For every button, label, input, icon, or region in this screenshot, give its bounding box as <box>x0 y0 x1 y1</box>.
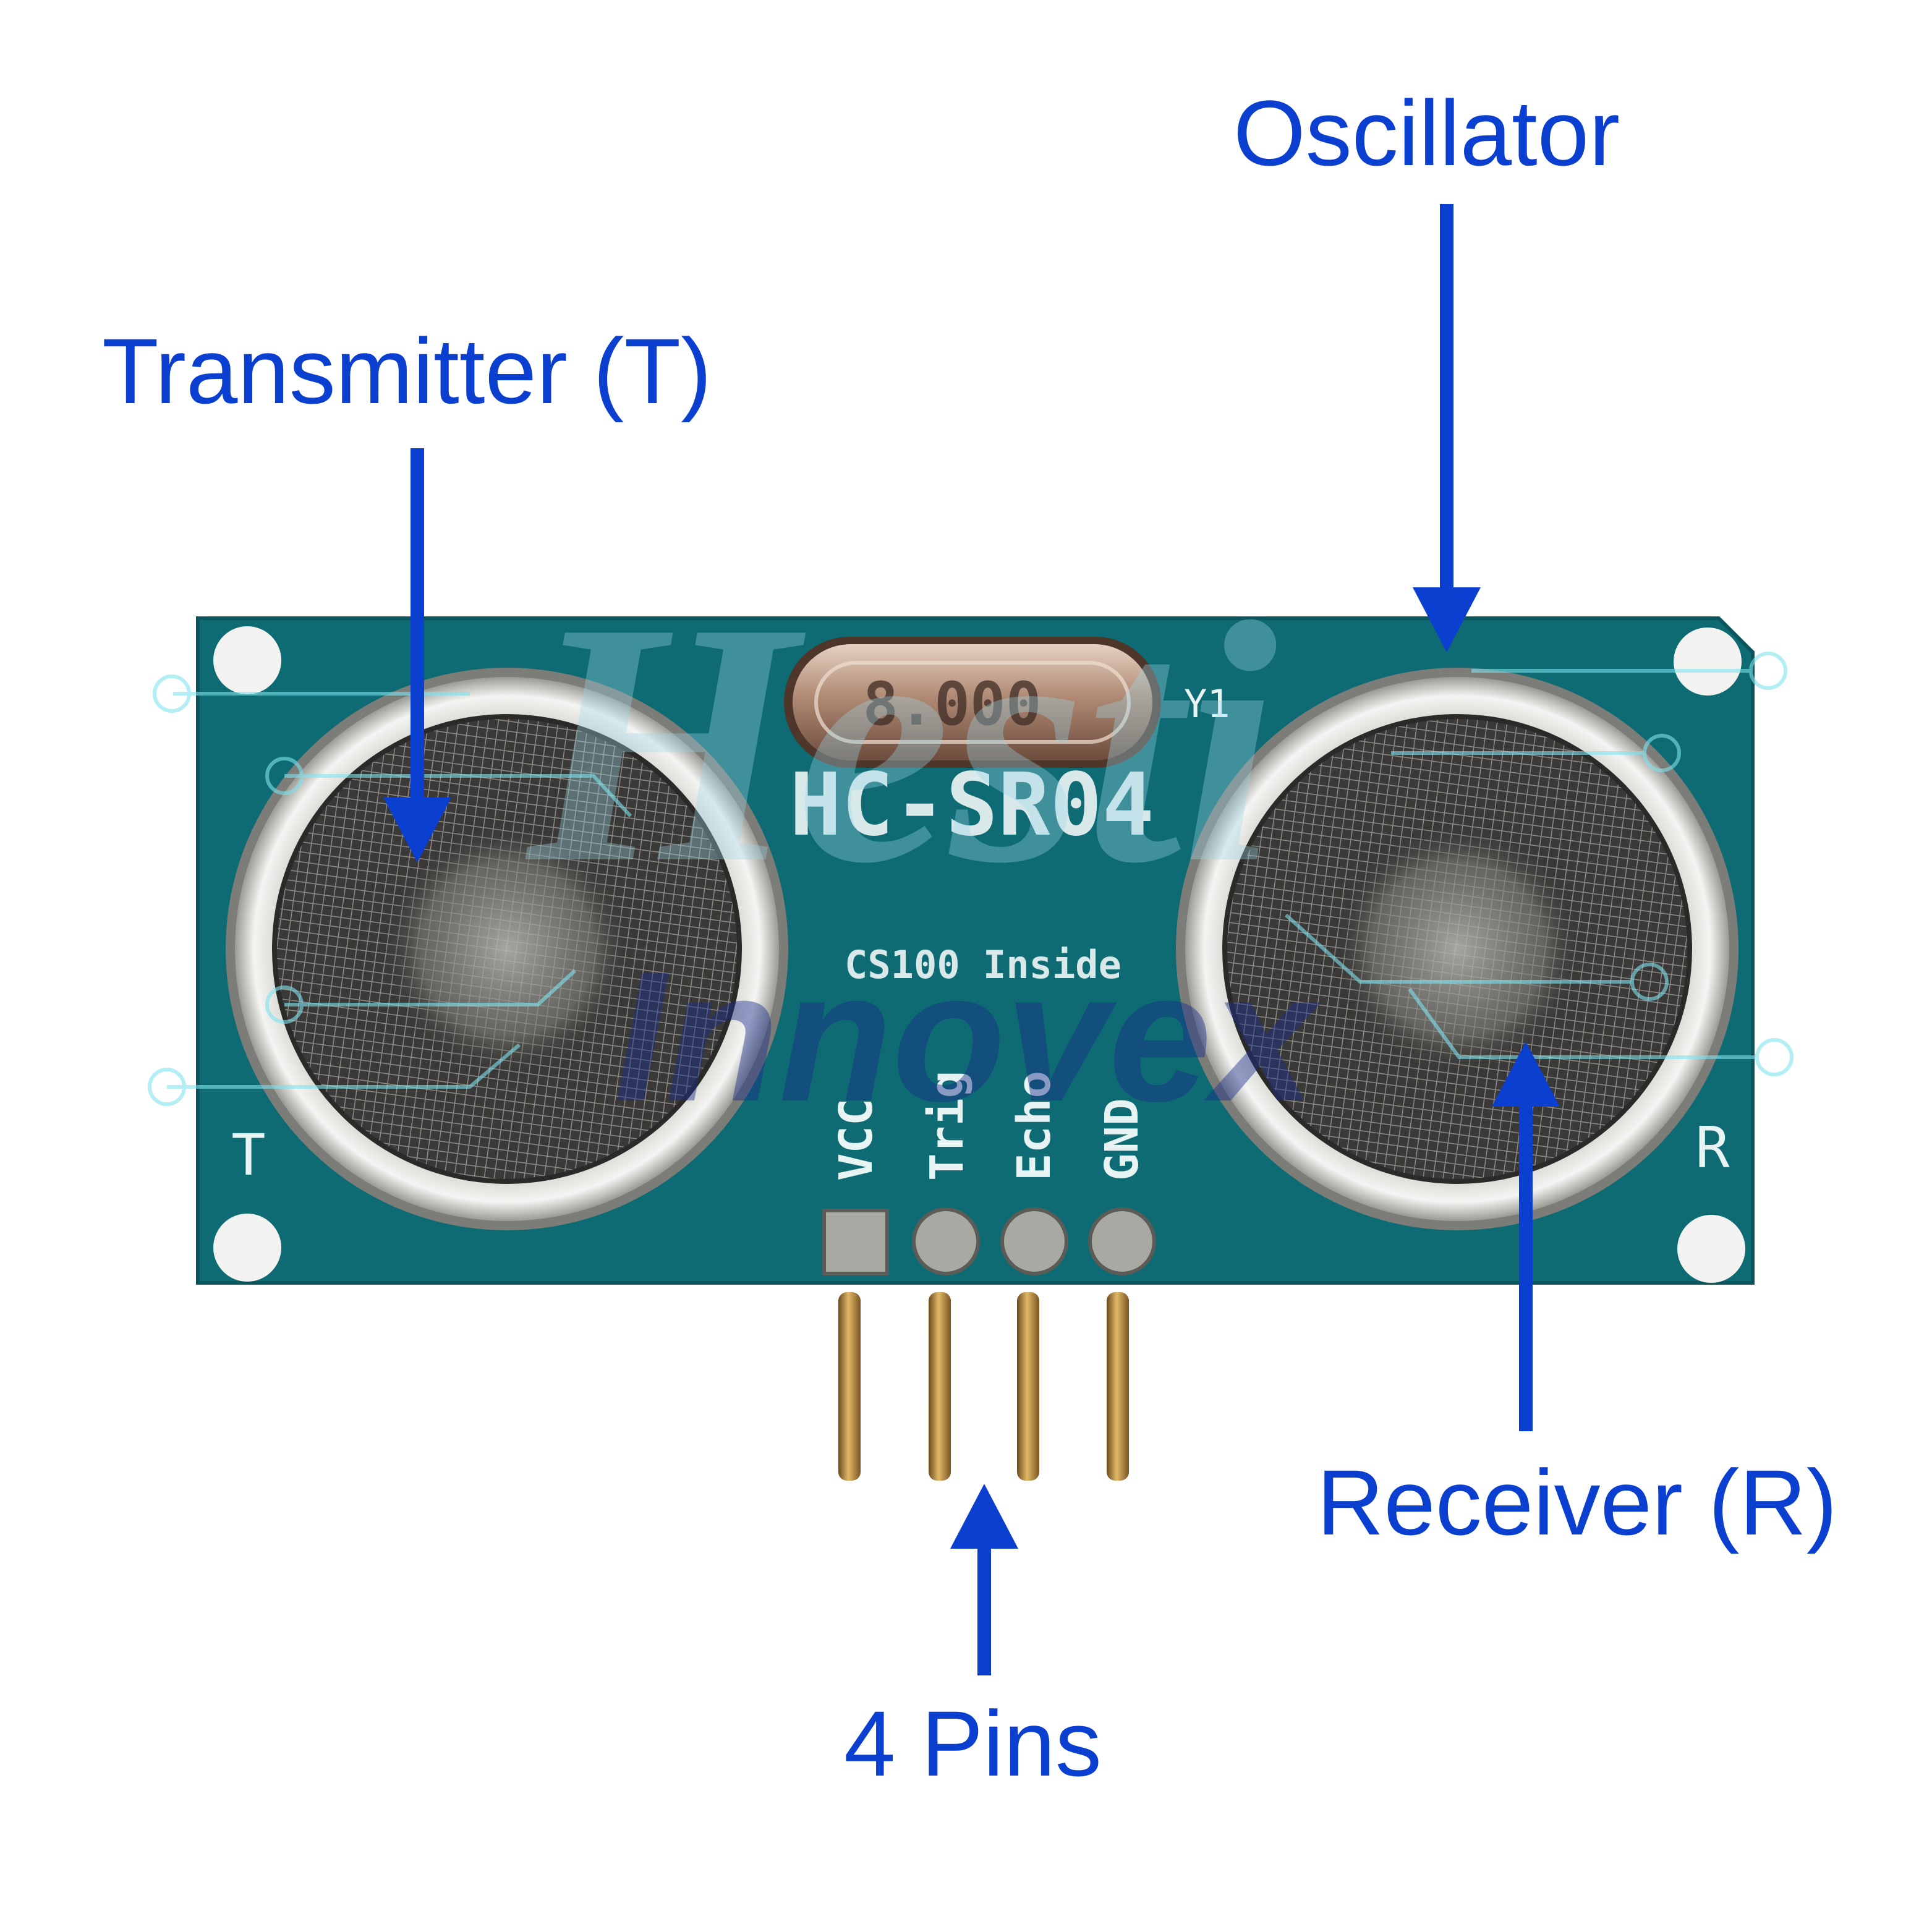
solder-pad <box>1088 1207 1156 1275</box>
solder-pad <box>1000 1207 1068 1275</box>
receiver-marker: R <box>1695 1115 1730 1181</box>
watermark-line2: Innovex <box>614 932 1322 1140</box>
mounting-hole <box>213 1214 281 1282</box>
pin-labels: VCC Trig Echo GND <box>830 1071 1149 1181</box>
chip-label: CS100 Inside <box>845 942 1121 987</box>
header-pin <box>1017 1292 1039 1481</box>
solder-pad <box>822 1209 889 1275</box>
pin-label-vcc: VCC <box>830 1098 883 1181</box>
receiver-label: Receiver (R) <box>1317 1450 1837 1554</box>
pins-label: 4 Pins <box>844 1692 1102 1795</box>
transmitter-transducer <box>226 668 788 1230</box>
receiver-transducer <box>1176 668 1738 1230</box>
mounting-holes <box>213 626 1745 1283</box>
header-pin <box>838 1292 861 1481</box>
receiver-arrow <box>1492 1042 1560 1431</box>
transmitter-marker: T <box>231 1122 265 1188</box>
mounting-hole <box>1677 1215 1745 1283</box>
crystal-reference: Y1 <box>1184 681 1230 726</box>
mounting-hole <box>213 626 281 694</box>
pin-label-trig: Trig <box>921 1071 974 1181</box>
crystal-frequency: 8.000 <box>863 670 1042 739</box>
oscillator-label: Oscillator <box>1233 81 1620 185</box>
header-pin <box>1107 1292 1129 1481</box>
oscillator-arrow <box>1413 204 1481 652</box>
solder-pads <box>822 1207 1156 1275</box>
transmitter-label: Transmitter (T) <box>102 319 712 423</box>
header-pin <box>929 1292 951 1481</box>
transmitter-arrow <box>383 448 451 862</box>
model-label: HC-SR04 <box>789 755 1154 856</box>
watermark-line1: Hesti <box>522 551 1279 935</box>
header-pins <box>838 1292 1129 1481</box>
mounting-hole <box>1674 628 1742 696</box>
crystal-oscillator: 8.000 <box>784 637 1161 768</box>
solder-pad <box>912 1207 980 1275</box>
pin-label-gnd: GND <box>1096 1098 1149 1181</box>
watermark: Hesti Innovex <box>148 551 1794 1140</box>
pins-arrow <box>950 1484 1018 1675</box>
pin-label-echo: Echo <box>1008 1071 1061 1181</box>
watermark-circuit-traces <box>148 652 1794 1106</box>
callout-arrows <box>383 204 1560 1675</box>
